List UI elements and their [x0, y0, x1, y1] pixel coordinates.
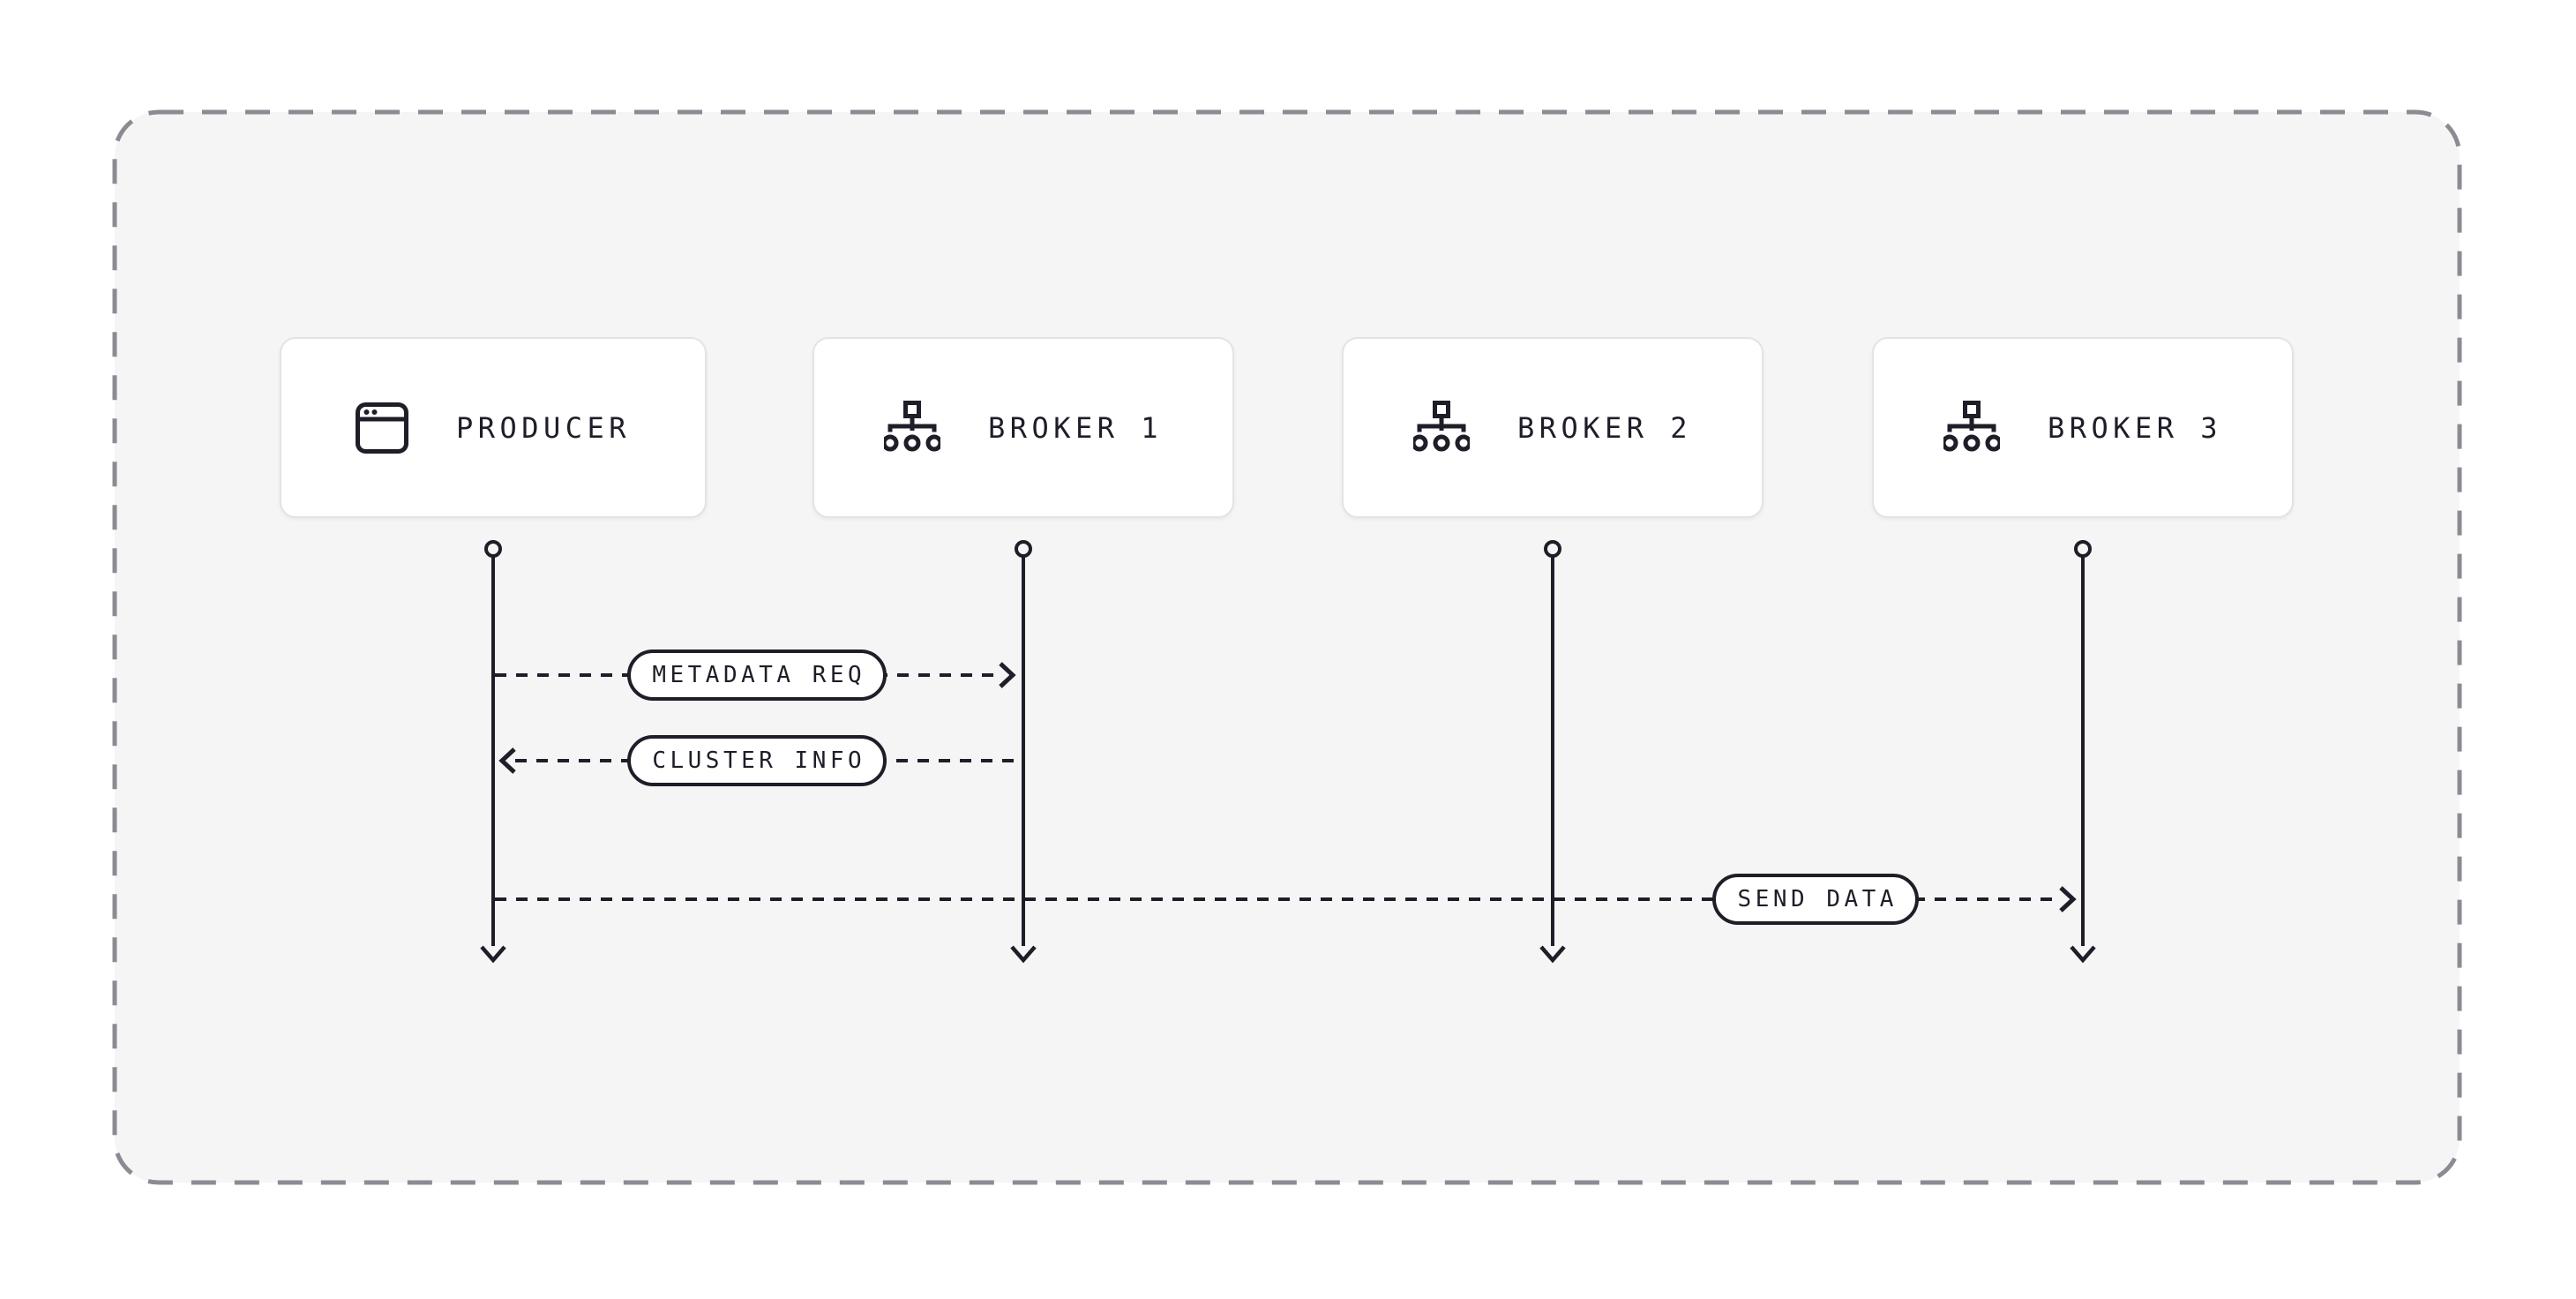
container-dashed-border — [112, 109, 2462, 1185]
network-nodes-icon — [883, 400, 940, 451]
lifeline-producer — [480, 540, 506, 964]
lifeline-broker-1 — [1010, 540, 1037, 964]
actor-box-producer: PRODUCER — [280, 337, 707, 518]
network-nodes-icon — [1412, 400, 1470, 451]
message-label-metadata-req: METADATA REQ — [627, 650, 887, 701]
actor-label-producer: PRODUCER — [455, 410, 632, 445]
message-label-send-data: SEND DATA — [1712, 874, 1919, 925]
actor-label-broker-1: BROKER 1 — [987, 410, 1164, 445]
message-arrow-metadata-req — [495, 662, 1016, 688]
actor-box-broker-1: BROKER 1 — [812, 337, 1234, 518]
lifeline-broker-2 — [1539, 540, 1566, 964]
lifeline-broker-3 — [2070, 540, 2096, 964]
network-nodes-icon — [1943, 400, 2000, 451]
actor-box-broker-3: BROKER 3 — [1872, 337, 2294, 518]
actor-label-broker-3: BROKER 3 — [2047, 410, 2223, 445]
browser-window-icon — [355, 402, 408, 454]
actor-label-broker-2: BROKER 2 — [1516, 410, 1693, 445]
actor-box-broker-2: BROKER 2 — [1342, 337, 1764, 518]
message-arrow-send-data — [495, 886, 2077, 912]
message-label-cluster-info: CLUSTER INFO — [627, 735, 887, 786]
